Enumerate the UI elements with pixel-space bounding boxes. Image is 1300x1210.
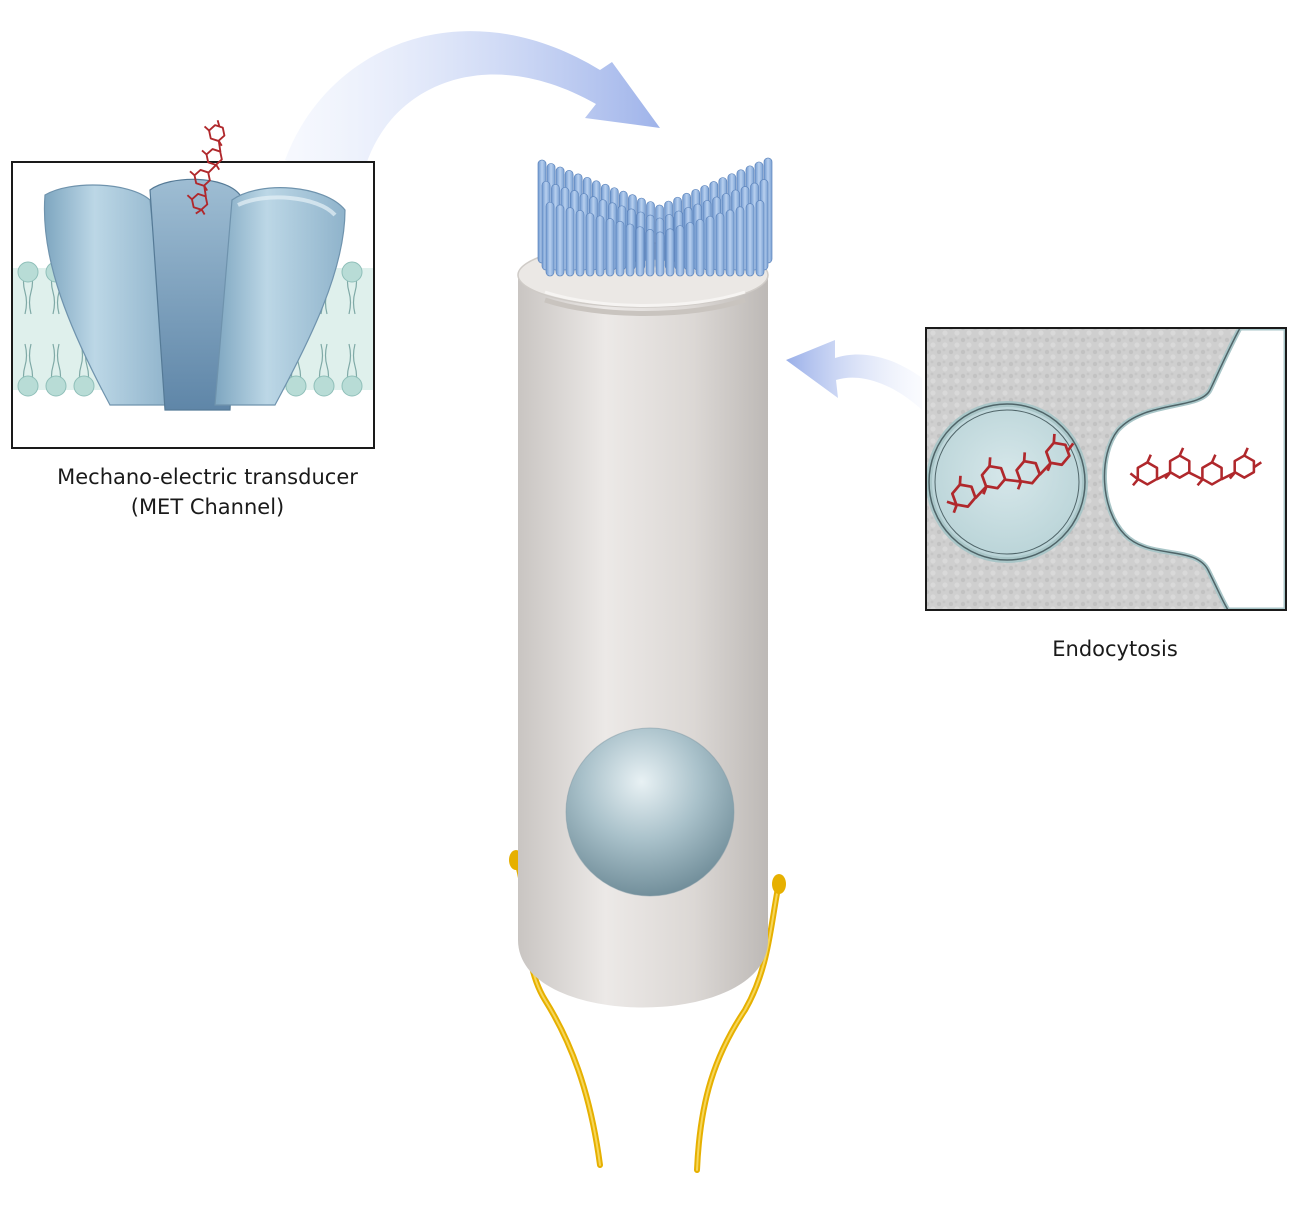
met-caption-line1: Mechano-electric transducer xyxy=(10,462,405,492)
stereocilium xyxy=(616,221,624,276)
stereocilium xyxy=(686,222,694,276)
stereocilium xyxy=(636,227,644,276)
stereocilium xyxy=(596,216,604,276)
stereocilium xyxy=(716,213,724,276)
lipid-head xyxy=(46,376,66,396)
met-channel-caption: Mechano-electric transducer (MET Channel… xyxy=(10,462,405,522)
stereocilium xyxy=(736,207,744,276)
lipid-head xyxy=(314,376,334,396)
met-caption-line2: (MET Channel) xyxy=(10,492,405,522)
met-channel-panel xyxy=(12,117,374,448)
endocytosis-panel xyxy=(926,328,1286,610)
stereocilium xyxy=(586,213,594,276)
nucleus xyxy=(566,728,734,896)
stereocilium xyxy=(756,201,764,276)
lipid-head xyxy=(18,376,38,396)
stereocilium xyxy=(746,204,754,276)
stereocilium xyxy=(726,210,734,276)
stereocilium xyxy=(696,219,704,276)
arrow-endocytosis-to-cell xyxy=(786,340,922,410)
endocytic-vesicle xyxy=(929,404,1085,560)
stereocilium xyxy=(546,202,554,276)
stereocilium xyxy=(576,210,584,276)
stereocilium xyxy=(566,208,574,276)
lipid-head xyxy=(18,262,38,282)
stereocilium xyxy=(706,216,714,276)
stereocilium xyxy=(556,205,564,276)
stereocilium xyxy=(666,229,674,276)
stereocilium xyxy=(646,229,654,276)
stereocilium xyxy=(676,226,684,276)
lipid-head xyxy=(342,262,362,282)
stereocilium xyxy=(656,232,664,276)
lipid-head xyxy=(342,376,362,396)
lipid-head xyxy=(74,376,94,396)
stereocilium xyxy=(606,219,614,276)
stereocilium xyxy=(626,224,634,276)
endocytosis-caption: Endocytosis xyxy=(1010,634,1220,664)
